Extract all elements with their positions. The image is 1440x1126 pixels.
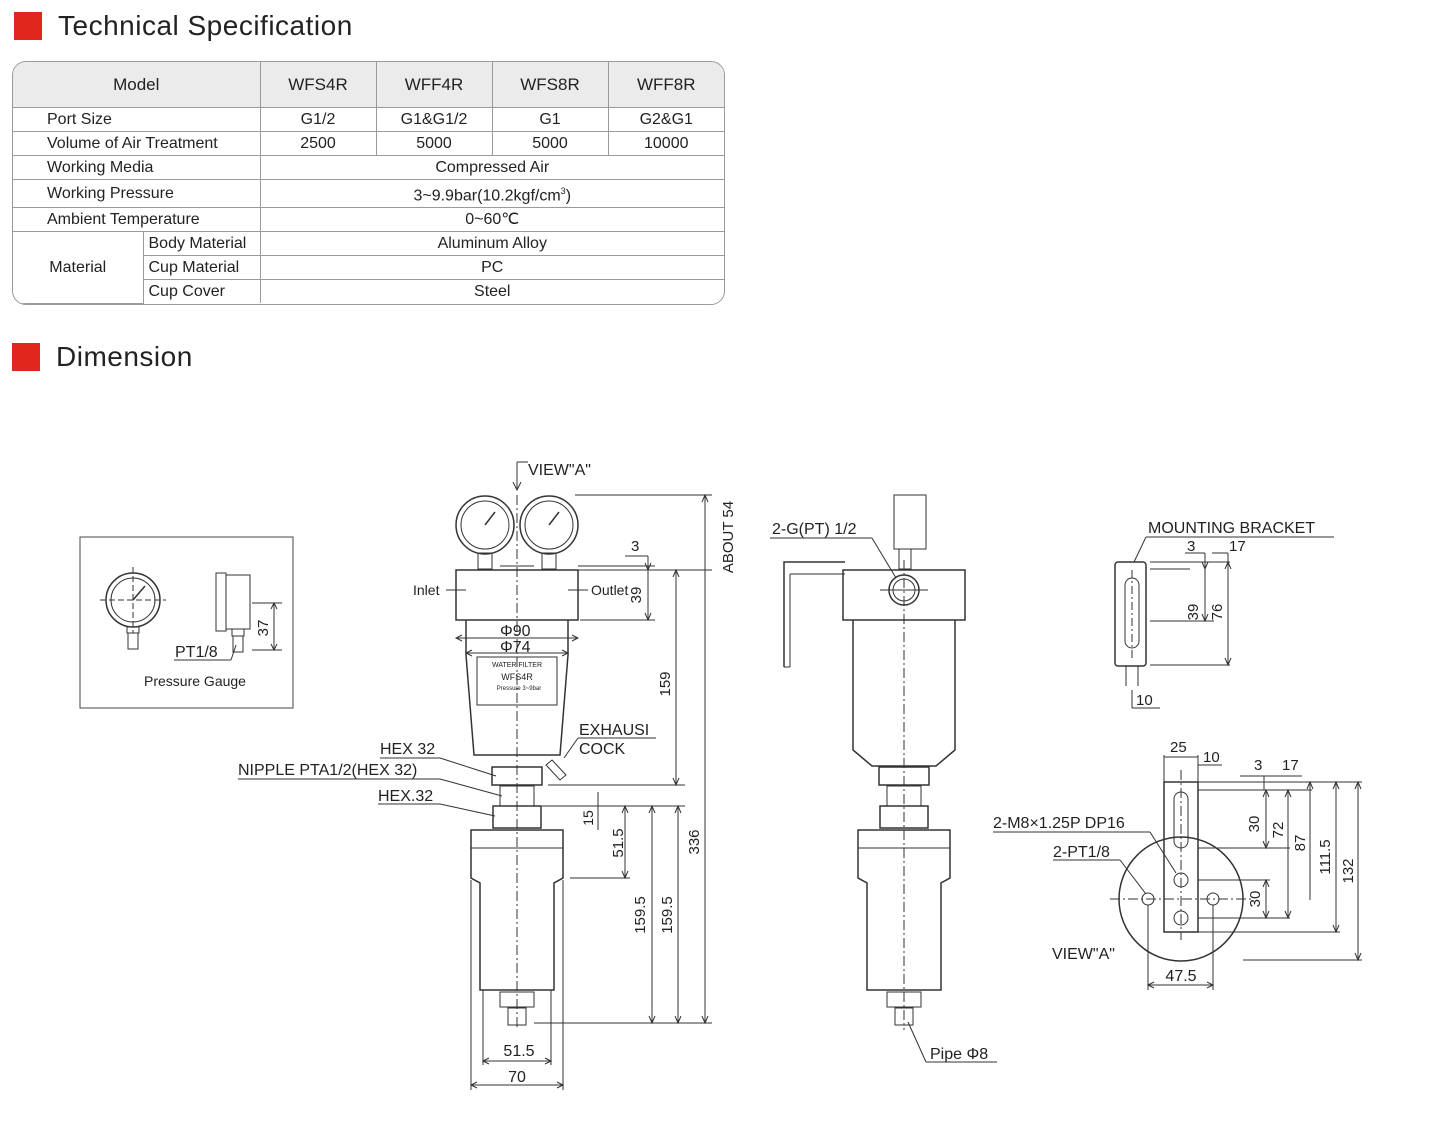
dim-15: 15 [580, 810, 596, 826]
cell: 2500 [259, 131, 377, 156]
cell: G1 [491, 107, 609, 132]
material-label: Material [13, 231, 144, 304]
spec-row-cup-material: Cup Material PC [13, 255, 724, 281]
dim-width-70: 70 [508, 1069, 526, 1086]
spec-row-cup-cover: Cup Cover Steel [13, 279, 724, 304]
cock-label: COCK [579, 741, 626, 758]
front-view: VIEW"A" Inlet Outlet WATER FILTER WFS4R … [238, 461, 737, 1090]
dim-3: 3 [631, 538, 639, 555]
gauge-caption: Pressure Gauge [144, 673, 246, 689]
cell: G1&G1/2 [375, 107, 493, 132]
spec-row-port-size: Port Size G1/2 G1&G1/2 G1 G2&G1 [13, 107, 724, 132]
viewa-dim-17: 17 [1282, 757, 1299, 774]
cell: Aluminum Alloy [259, 231, 724, 257]
bracket-dim-3: 3 [1187, 538, 1195, 555]
dim-336: 336 [686, 829, 703, 854]
outlet-label: Outlet [591, 582, 628, 598]
plate-pressure: Pressure 3~9bar [497, 686, 542, 692]
bracket-title: MOUNTING BRACKET [1148, 520, 1315, 537]
dim-section-title: Dimension [56, 341, 193, 372]
spec-table: Model WFS4R WFF4R WFS8R WFF8R Port Size … [12, 61, 725, 305]
side-port-label: 2-G(PT) 1/2 [772, 521, 857, 538]
viewa-dim-10: 10 [1203, 749, 1220, 766]
bracket-dim-39: 39 [1185, 604, 1202, 621]
cell: Steel [259, 279, 724, 304]
cell: G1/2 [259, 107, 377, 132]
viewa-pt18-label: 2-PT1/8 [1053, 844, 1110, 861]
dim-51-5: 51.5 [610, 828, 627, 857]
exhaust-label: EXHAUSI [579, 722, 649, 739]
hex32-label: HEX 32 [380, 741, 435, 758]
viewa-dim-72: 72 [1270, 822, 1287, 839]
pipe-label: Pipe Φ8 [930, 1046, 988, 1063]
viewa-label: VIEW"A" [1052, 946, 1115, 963]
viewa-dim-47-5: 47.5 [1165, 968, 1196, 985]
nipple-label: NIPPLE PTA1/2(HEX 32) [238, 762, 417, 779]
spec-row-volume: Volume of Air Treatment 2500 5000 5000 1… [13, 131, 724, 156]
dim-width-51-5: 51.5 [503, 1043, 534, 1060]
cell: Compressed Air [259, 155, 724, 180]
model-header: Model [13, 62, 261, 108]
viewa-dim-30b: 30 [1247, 891, 1264, 908]
dim-159-5a: 159.5 [632, 896, 649, 934]
bracket-dim-76: 76 [1209, 604, 1226, 621]
cell: 10000 [607, 131, 724, 156]
side-view: 2-G(PT) 1/2 Pipe Φ8 [770, 494, 997, 1063]
view-a: 25 10 3 17 30 72 87 111.5 132 30 [993, 739, 1362, 990]
inlet-label: Inlet [413, 582, 440, 598]
dim-about54: ABOUT 54 [720, 501, 737, 573]
viewa-dim-87: 87 [1292, 835, 1309, 852]
view-a-label: VIEW"A" [528, 462, 591, 479]
model-col: WFS8R [491, 62, 609, 108]
spec-section-title: Technical Specification [58, 10, 353, 41]
viewa-dim-30a: 30 [1246, 816, 1263, 833]
dim-159-5b: 159.5 [659, 896, 676, 934]
dim-39: 39 [628, 587, 645, 604]
model-col: WFF4R [375, 62, 493, 108]
cell: PC [259, 255, 724, 281]
pressure-value: 3~9.9bar(10.2kgf/cm [413, 187, 561, 205]
viewa-m8-label: 2-M8×1.25P DP16 [993, 815, 1125, 832]
spec-section-heading: Technical Specification [14, 10, 353, 42]
row-label: Working Pressure [13, 178, 261, 209]
cell: 3~9.9bar(10.2kgf/cm3) [259, 178, 724, 209]
red-square-icon [12, 343, 40, 371]
pressure-sup: 3 [560, 186, 566, 196]
cell: G2&G1 [607, 107, 724, 132]
row-label: Volume of Air Treatment [13, 131, 261, 156]
gauge-port-label: PT1/8 [175, 644, 218, 661]
pressure-suffix: ) [565, 187, 572, 205]
row-sublabel: Cup Material [143, 255, 261, 281]
bracket-dim-17: 17 [1229, 538, 1246, 555]
dim-phi74: Φ74 [500, 639, 531, 656]
spec-row-temperature: Ambient Temperature 0~60℃ [13, 207, 724, 233]
mounting-bracket: MOUNTING BRACKET 3 17 39 76 10 [1114, 520, 1334, 709]
gauge-dim-37: 37 [255, 620, 272, 637]
viewa-dim-111-5: 111.5 [1317, 839, 1334, 874]
dim-phi90: Φ90 [500, 623, 531, 640]
spec-header-row: Model WFS4R WFF4R WFS8R WFF8R [13, 62, 724, 108]
cell: 0~60℃ [259, 207, 724, 233]
spec-row-pressure: Working Pressure 3~9.9bar(10.2kgf/cm3) [13, 178, 724, 209]
viewa-dim-3: 3 [1254, 757, 1262, 774]
model-col: WFS4R [259, 62, 377, 108]
dim-section-heading: Dimension [12, 341, 193, 373]
viewa-dim-132: 132 [1340, 858, 1357, 883]
dim-159: 159 [657, 671, 674, 696]
viewa-dim-25: 25 [1170, 739, 1187, 756]
hex32b-label: HEX.32 [378, 788, 433, 805]
pressure-gauge-box: PT1/8 37 Pressure Gauge [79, 536, 294, 709]
red-square-icon [14, 12, 42, 40]
row-sublabel: Cup Cover [143, 279, 261, 304]
spec-row-body-material: Material Body Material Aluminum Alloy [13, 231, 724, 304]
bracket-dim-10: 10 [1136, 692, 1153, 709]
row-sublabel: Body Material [142, 231, 261, 257]
